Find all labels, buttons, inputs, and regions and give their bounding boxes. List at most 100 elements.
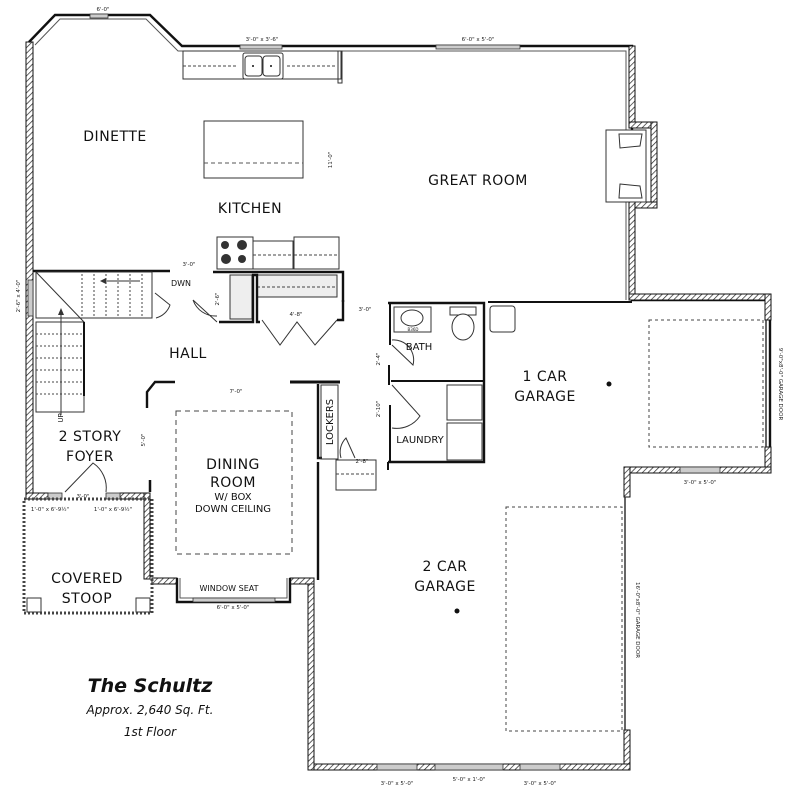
label-hall: HALL bbox=[169, 346, 207, 362]
locker-door bbox=[339, 437, 356, 459]
dim-garage1-window: 3'-0" x 5'-0" bbox=[684, 480, 717, 486]
lower-stair-run bbox=[35, 321, 85, 413]
garage2-left-wall bbox=[307, 579, 315, 771]
counter-end bbox=[337, 50, 343, 84]
dim-sidelight-right: 1'-0" x 6'-9½" bbox=[94, 506, 132, 513]
garage2-light bbox=[454, 608, 460, 614]
closet-wall-right bbox=[337, 300, 345, 322]
dryer bbox=[446, 422, 483, 461]
dim-dining-opening: 7'-0" bbox=[229, 389, 242, 395]
label-garage1-1: 1 CAR bbox=[523, 369, 568, 385]
label-dinette: DINETTE bbox=[83, 129, 146, 145]
label-laundry: LAUNDRY bbox=[396, 435, 444, 446]
dim-hall-opening: 3'-0" bbox=[358, 307, 371, 313]
dim-pantry-door: 2'-6" bbox=[215, 292, 221, 305]
laundry-door bbox=[391, 384, 421, 429]
dim-kitchen-ceiling: 11'-0" bbox=[328, 152, 334, 169]
dim-dinette-window: 6'-0" bbox=[96, 7, 109, 13]
plan-title-block: The Schultz Approx. 2,640 Sq. Ft. 1st Fl… bbox=[60, 675, 240, 739]
range bbox=[216, 236, 254, 270]
closet-shelf bbox=[256, 274, 338, 298]
covered-stoop bbox=[22, 497, 154, 615]
label-great-room: GREAT ROOM bbox=[428, 173, 528, 189]
inner-wall-line bbox=[34, 18, 627, 300]
outer-wall-outline bbox=[28, 13, 772, 472]
label-garage1-2: GARAGE bbox=[514, 389, 576, 405]
basement-door bbox=[154, 292, 171, 319]
pantry-wall bbox=[213, 270, 345, 302]
pantry-partition bbox=[219, 273, 260, 324]
stoop-column-right bbox=[135, 597, 151, 613]
locker-bench bbox=[335, 459, 377, 491]
dim-front-door: 3'-0" bbox=[76, 494, 89, 500]
room-labels: DINETTE KITCHEN GREAT ROOM HALL 2 STORY … bbox=[51, 129, 576, 607]
garage1-top-wall bbox=[628, 293, 772, 301]
label-stairs-up: UP bbox=[57, 413, 65, 422]
pantry-door bbox=[192, 299, 218, 323]
kitchen-island bbox=[203, 120, 304, 179]
great-room-wall-lower bbox=[628, 201, 636, 299]
garage-sink bbox=[489, 305, 516, 333]
label-stoop-1: COVERED bbox=[51, 571, 123, 587]
garage2-window-left bbox=[376, 763, 418, 771]
lockers-cabinet bbox=[320, 384, 339, 460]
dim-kitchen-opening: 3'-0" bbox=[182, 262, 195, 268]
washer bbox=[446, 384, 483, 421]
dim-kitchen-window: 3'-0" x 3'-6" bbox=[246, 37, 279, 43]
counter-end-2 bbox=[293, 236, 340, 270]
dim-stair-window: 2'-6" x 4'-0" bbox=[16, 280, 22, 313]
dim-garage1-door: 9'-0"x8'-0" GARAGE DOOR bbox=[777, 348, 783, 421]
great-room-wall-upper bbox=[628, 45, 636, 125]
closet-doors bbox=[261, 319, 338, 346]
label-foyer-2: FOYER bbox=[66, 449, 114, 465]
label-kitchen: KITCHEN bbox=[218, 201, 282, 217]
garage2-door-swing bbox=[505, 506, 623, 732]
label-garage2-1: 2 CAR bbox=[423, 559, 468, 575]
dinette-window bbox=[89, 13, 109, 19]
front-door bbox=[64, 462, 107, 493]
dim-garage2-door: 16'-0"x8'-0" GARAGE DOOR bbox=[634, 582, 640, 658]
bath-laundry-outer bbox=[388, 301, 486, 464]
label-window-seat: WINDOW SEAT bbox=[199, 584, 258, 593]
plan-area: Approx. 2,640 Sq. Ft. bbox=[86, 703, 214, 717]
great-room-window bbox=[435, 44, 521, 50]
plan-floor: 1st Floor bbox=[123, 725, 177, 739]
dining-window bbox=[192, 597, 276, 603]
dim-closet-door: 4'-8" bbox=[289, 312, 302, 318]
interior-walls bbox=[64, 301, 632, 580]
garage2-window-right bbox=[519, 763, 561, 771]
hall-angle-wall bbox=[145, 380, 175, 408]
label-stairs-down: DWN bbox=[171, 279, 191, 288]
dim-foyer-opening: 5'-0" bbox=[141, 433, 147, 446]
stairs bbox=[33, 269, 171, 415]
label-stoop-2: STOOP bbox=[62, 591, 112, 607]
label-dining-3: W/ BOX bbox=[214, 492, 251, 503]
upper-stair-run bbox=[35, 271, 153, 319]
garage1-light bbox=[606, 381, 612, 387]
dim-great-room-window: 6'-0" x 5'-0" bbox=[462, 37, 495, 43]
stoop-column-left bbox=[26, 597, 42, 613]
label-foyer-1: 2 STORY bbox=[59, 429, 122, 445]
box-down-ceiling bbox=[175, 410, 293, 555]
garage2-window-center bbox=[434, 763, 504, 771]
dim-sidelight-left: 1'-0" x 6'-9½" bbox=[31, 506, 69, 513]
stoop-outline bbox=[22, 497, 154, 615]
fireplace bbox=[605, 129, 647, 203]
garage1-right-wall-top bbox=[764, 293, 772, 321]
dining-wall-left bbox=[151, 577, 178, 585]
dim-bath-door: 2'-4" bbox=[376, 352, 382, 365]
dim-laundry-door: 2'-10" bbox=[376, 401, 382, 418]
dining-wall-right bbox=[289, 577, 315, 585]
label-dining-1: DINING bbox=[206, 457, 260, 473]
windows bbox=[27, 13, 721, 771]
dim-dining-window: 6'-0" x 5'-0" bbox=[217, 605, 250, 611]
pantry-shelves bbox=[229, 274, 253, 320]
garage1-window bbox=[679, 466, 721, 474]
dim-garage2-window-center: 5'-0" x 1'-0" bbox=[453, 777, 486, 783]
left-exterior-wall bbox=[25, 41, 34, 498]
stoop-side-wall bbox=[143, 492, 151, 580]
sidelight-left bbox=[47, 492, 63, 500]
garage1-door-swing bbox=[648, 319, 764, 448]
fireplace-bump-side bbox=[650, 121, 658, 209]
